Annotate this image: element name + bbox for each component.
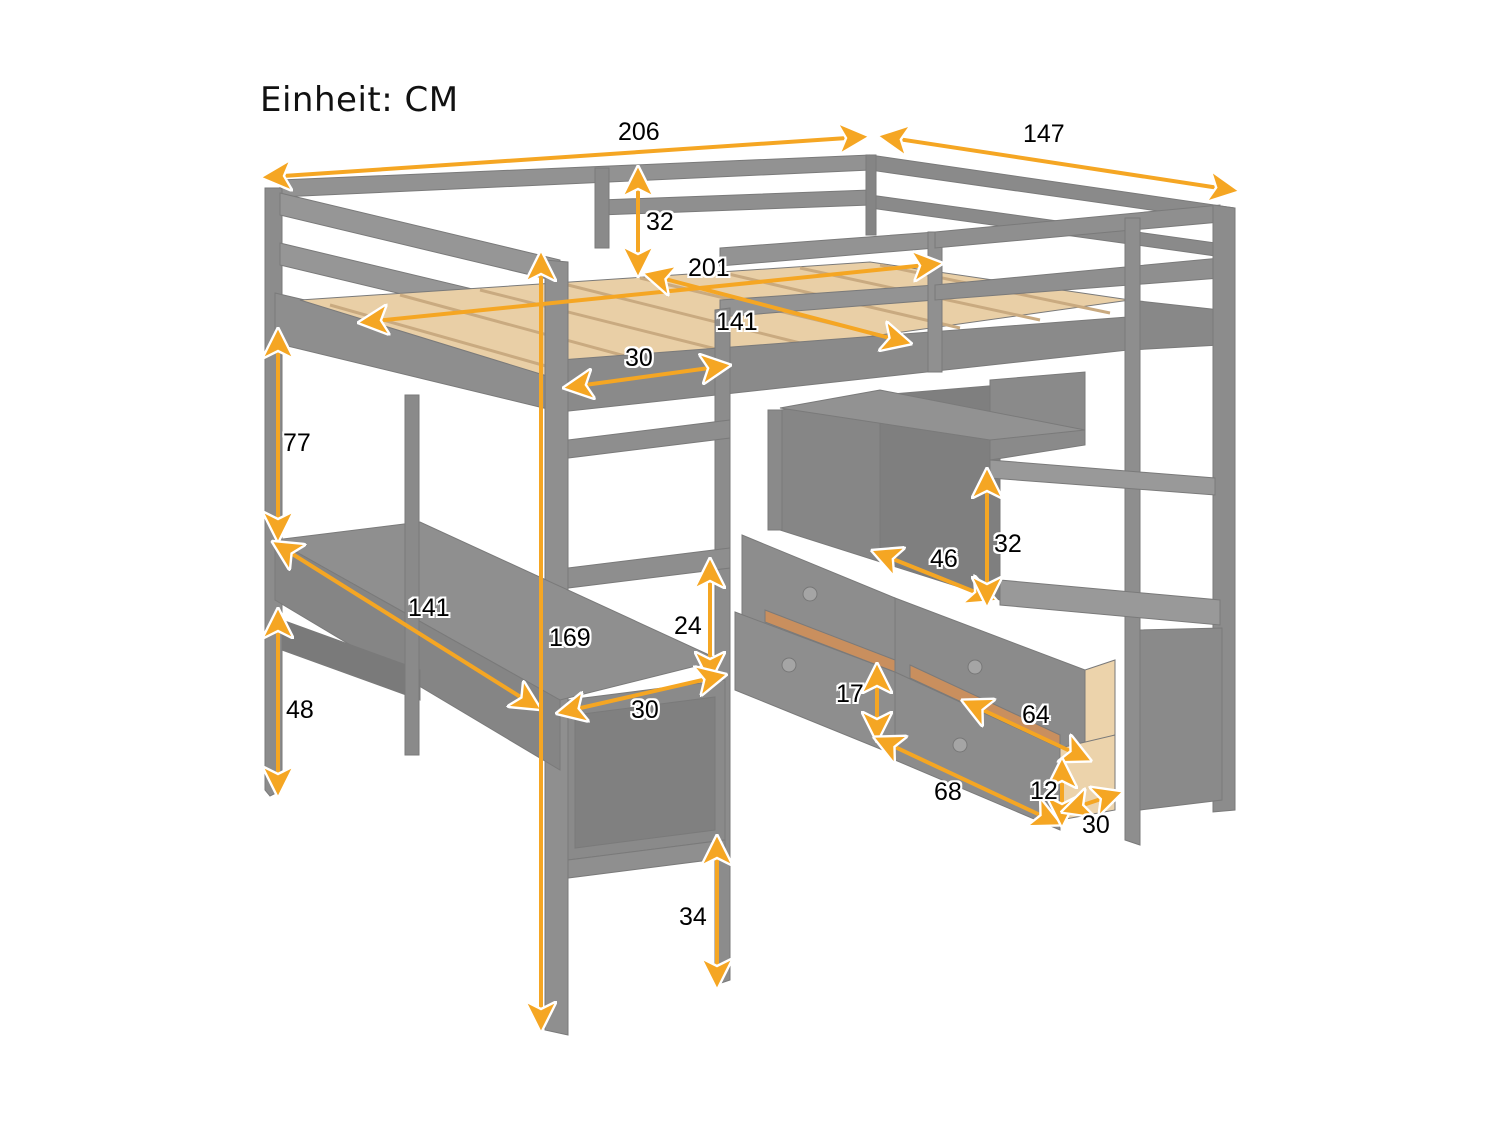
arrow-147 bbox=[885, 137, 1232, 190]
label-ladder-bottom-height: 34 bbox=[679, 903, 707, 931]
label-drawer-inner-height: 12 bbox=[1030, 777, 1058, 805]
arrow-30-top bbox=[570, 366, 724, 387]
unit-label: Einheit: CM bbox=[260, 80, 459, 120]
label-drawer-depth: 64 bbox=[1022, 701, 1050, 729]
dimension-arrows bbox=[268, 137, 1232, 1025]
label-desk-height: 48 bbox=[286, 696, 314, 724]
arrow-141-top bbox=[650, 275, 905, 342]
label-shelf-width: 46 bbox=[930, 545, 958, 573]
label-overall-width: 147 bbox=[1023, 120, 1065, 148]
label-shelf-height: 32 bbox=[994, 530, 1022, 558]
label-total-height: 169 bbox=[549, 624, 591, 652]
label-ladder-width-top: 30 bbox=[625, 344, 653, 372]
label-desk-length: 141 bbox=[408, 594, 450, 622]
label-drawer-side-depth: 30 bbox=[1082, 811, 1110, 839]
label-ladder-step-height: 24 bbox=[674, 612, 702, 640]
label-drawer-height: 17 bbox=[836, 680, 864, 708]
arrow-30-desk bbox=[563, 676, 720, 712]
label-guardrail-height: 32 bbox=[646, 208, 674, 236]
arrow-30-drawer bbox=[1068, 794, 1116, 810]
label-mattress-width: 141 bbox=[716, 308, 758, 336]
arrow-141-desk bbox=[278, 545, 535, 706]
label-desk-clearance: 77 bbox=[283, 429, 311, 457]
arrow-206 bbox=[268, 137, 862, 177]
arrow-68 bbox=[880, 740, 1055, 822]
label-mattress-length: 201 bbox=[688, 254, 730, 282]
arrow-64 bbox=[968, 703, 1085, 758]
label-overall-length: 206 bbox=[618, 118, 660, 146]
label-desk-shelf-depth: 30 bbox=[631, 696, 659, 724]
label-drawer-length: 68 bbox=[934, 778, 962, 806]
